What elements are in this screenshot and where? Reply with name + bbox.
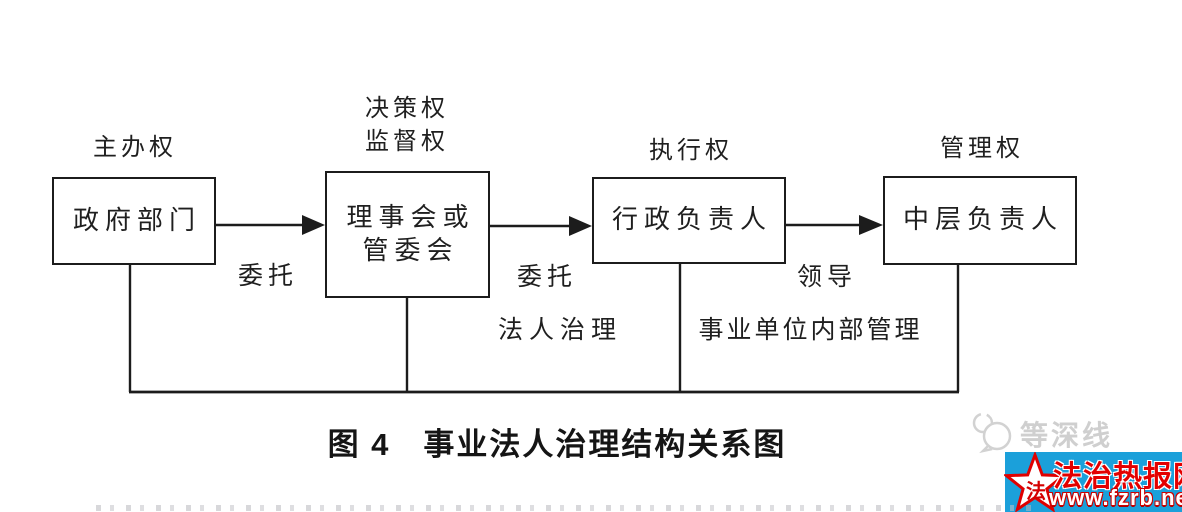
star-badge-character: 法 [1026,479,1046,503]
box-council-or-management-committee: 理事会或 管委会 [325,171,490,298]
watermark-channel-name: 等深线 [1020,420,1114,451]
label-edge-entrust-1: 委托 [237,261,298,290]
label-zone-internal-management: 事业单位内部管理 [698,315,923,344]
label-power-admin: 执行权 [649,136,733,164]
label-edge-entrust-2: 委托 [516,262,577,291]
site-url: www.fzrb.net [1049,485,1182,510]
label-power-middle: 管理权 [940,134,1024,162]
speech-bubbles-icon [972,412,1012,454]
star-icon [1004,452,1066,512]
label-power-government: 主办权 [93,133,177,161]
label-power-council: 决策权 监督权 [365,94,449,155]
site-name: 法治热报网 [1053,459,1182,493]
arrow-government-to-council [216,215,325,235]
figure-caption: 图 4 事业法人治理结构关系图 [327,427,787,462]
box-administrative-head: 行政负责人 [592,177,786,264]
arrow-council-to-admin [490,216,592,236]
label-zone-legal-governance: 法人治理 [497,315,622,344]
cropped-text-remnant [96,505,1036,511]
box-middle-level-head: 中层负责人 [883,176,1077,265]
label-edge-lead: 领导 [796,262,857,291]
arrow-admin-to-middle [786,215,883,235]
box-government-department: 政府部门 [52,177,216,265]
site-logo: 法 法治热报网 www.fzrb.net [1004,452,1182,512]
